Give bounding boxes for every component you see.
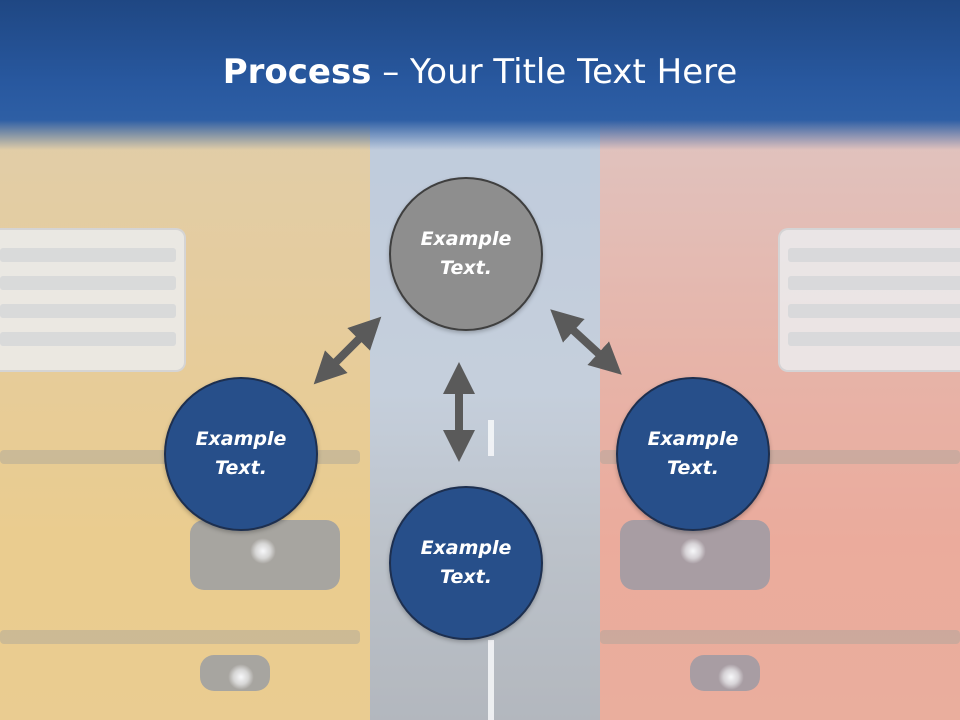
fog-light	[690, 655, 760, 691]
node-label: Example Text.	[420, 228, 512, 279]
process-node-right[interactable]: Example Text.	[616, 377, 770, 531]
title-bold: Process	[222, 52, 372, 92]
fog-light	[200, 655, 270, 691]
truck-grille	[778, 228, 960, 372]
node-label: Example Text.	[195, 428, 287, 479]
truck-grille	[0, 228, 186, 372]
process-node-bottom[interactable]: Example Text.	[389, 486, 543, 640]
slide-title[interactable]: Process – Your Title Text Here	[0, 52, 960, 92]
process-node-top[interactable]: Example Text.	[389, 177, 543, 331]
process-node-left[interactable]: Example Text.	[164, 377, 318, 531]
title-bar	[0, 0, 960, 150]
node-label: Example Text.	[420, 537, 512, 588]
headlight	[620, 520, 770, 590]
node-label: Example Text.	[647, 428, 739, 479]
title-rest: – Your Title Text Here	[371, 52, 738, 92]
headlight	[190, 520, 340, 590]
